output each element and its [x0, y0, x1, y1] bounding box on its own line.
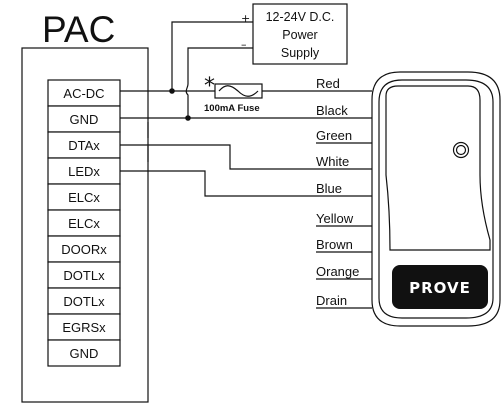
plus-sign: + — [241, 12, 250, 25]
terminal-dotlx — [47, 287, 121, 315]
power-supply-label-supply: Supply — [281, 46, 320, 60]
wire-label-orange: Orange — [316, 264, 359, 279]
wire-label-blue: Blue — [316, 181, 342, 196]
terminal-doorx — [47, 235, 121, 263]
reader-inner-shell — [378, 79, 494, 319]
wire-label-white: White — [316, 154, 349, 169]
terminal-ledx — [47, 157, 121, 185]
reader-logo: PROVE — [409, 279, 471, 297]
terminal-elcx — [47, 209, 121, 237]
fuse-element-icon — [218, 85, 259, 97]
controller-title: PAC — [42, 9, 115, 50]
terminal-label: DOTLx — [63, 268, 105, 283]
terminal-label: LEDx — [68, 164, 100, 179]
fuse-label: 100mA Fuse — [204, 103, 260, 114]
wire-label-drain: Drain — [316, 293, 347, 308]
terminal-label: GND — [70, 112, 99, 127]
terminal-label: DOTLx — [63, 294, 105, 309]
power-supply-box — [252, 3, 348, 65]
reader-face — [385, 85, 491, 251]
power-supply-label-power: Power — [282, 28, 317, 42]
reader-wire-stubs — [316, 142, 372, 309]
terminal-label: DOORx — [61, 242, 107, 257]
terminal-gnd — [47, 339, 121, 367]
wire-label-green: Green — [316, 128, 352, 143]
terminal-label: GND — [70, 346, 99, 361]
reader-led-icon — [452, 141, 470, 159]
terminal-wires — [120, 90, 372, 197]
reader-logo-plate — [392, 265, 488, 309]
wire-label-brown: Brown — [316, 237, 353, 252]
terminal-dotlx — [47, 261, 121, 289]
reader-outer-shell — [371, 71, 501, 327]
fuse-marker: * — [204, 74, 215, 99]
terminal-strip: AC-DC GND DTAx LEDx ELCx ELCx DOORx DOTL… — [47, 79, 121, 367]
wire-label-yellow: Yellow — [316, 211, 354, 226]
wire-label-black: Black — [316, 103, 348, 118]
controller-body — [21, 47, 149, 403]
terminal-label: ELCx — [68, 216, 100, 231]
terminal-label: EGRSx — [62, 320, 106, 335]
minus-sign: – — [241, 38, 247, 51]
card-reader: PROVE — [371, 71, 501, 327]
wire-label-red: Red — [316, 76, 340, 91]
terminal-label: ELCx — [68, 190, 100, 205]
power-supply-voltage: 12-24V D.C. — [266, 10, 335, 24]
terminal-label: DTAx — [68, 138, 100, 153]
terminal-label: AC-DC — [63, 86, 104, 101]
